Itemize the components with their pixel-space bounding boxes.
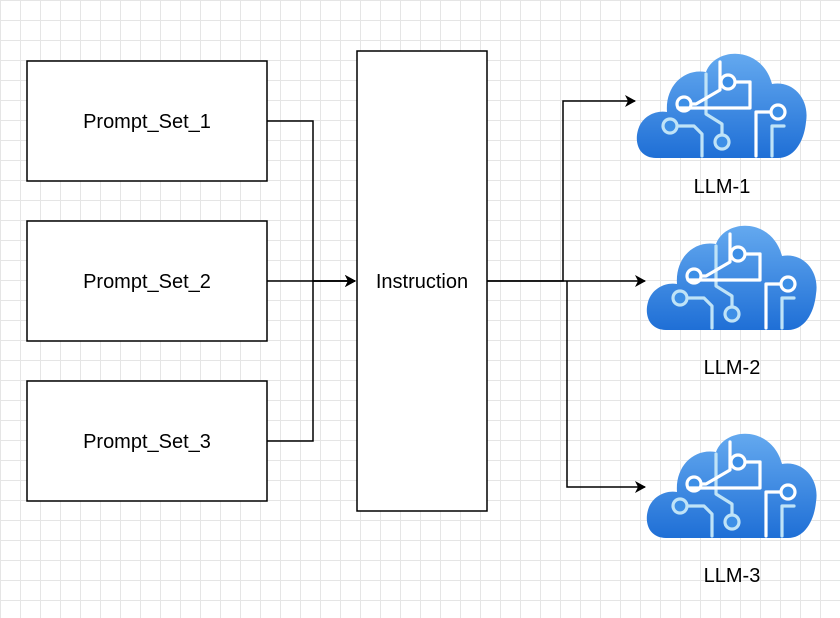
prompt-set-1-label: Prompt_Set_1	[83, 111, 211, 133]
cloud-ai-circuit-icon	[645, 224, 819, 332]
prompt-set-1-node[interactable]: Prompt_Set_1	[26, 60, 268, 182]
edge-instruction-to-llm-1	[487, 95, 636, 282]
llm-1-label: LLM-1	[694, 176, 751, 198]
edge-prompt-set-1-to-instruction	[267, 120, 356, 287]
cloud-ai-circuit-icon	[635, 52, 809, 160]
edge-prompt-set-3-to-instruction	[267, 275, 356, 442]
instruction-node[interactable]: Instruction	[356, 50, 488, 512]
edge-instruction-to-llm-3	[566, 281, 646, 493]
llm-2-node[interactable]: LLM-2	[645, 224, 819, 379]
llm-3-label: LLM-3	[704, 565, 761, 587]
prompt-set-2-node[interactable]: Prompt_Set_2	[26, 220, 268, 342]
llm-3-node[interactable]: LLM-3	[645, 432, 819, 587]
instruction-label: Instruction	[376, 271, 468, 293]
prompt-set-3-label: Prompt_Set_3	[83, 431, 211, 453]
prompt-set-2-label: Prompt_Set_2	[83, 271, 211, 293]
llm-1-node[interactable]: LLM-1	[635, 52, 809, 198]
prompt-set-3-node[interactable]: Prompt_Set_3	[26, 380, 268, 502]
cloud-ai-circuit-icon	[645, 432, 819, 540]
llm-2-label: LLM-2	[704, 357, 761, 379]
